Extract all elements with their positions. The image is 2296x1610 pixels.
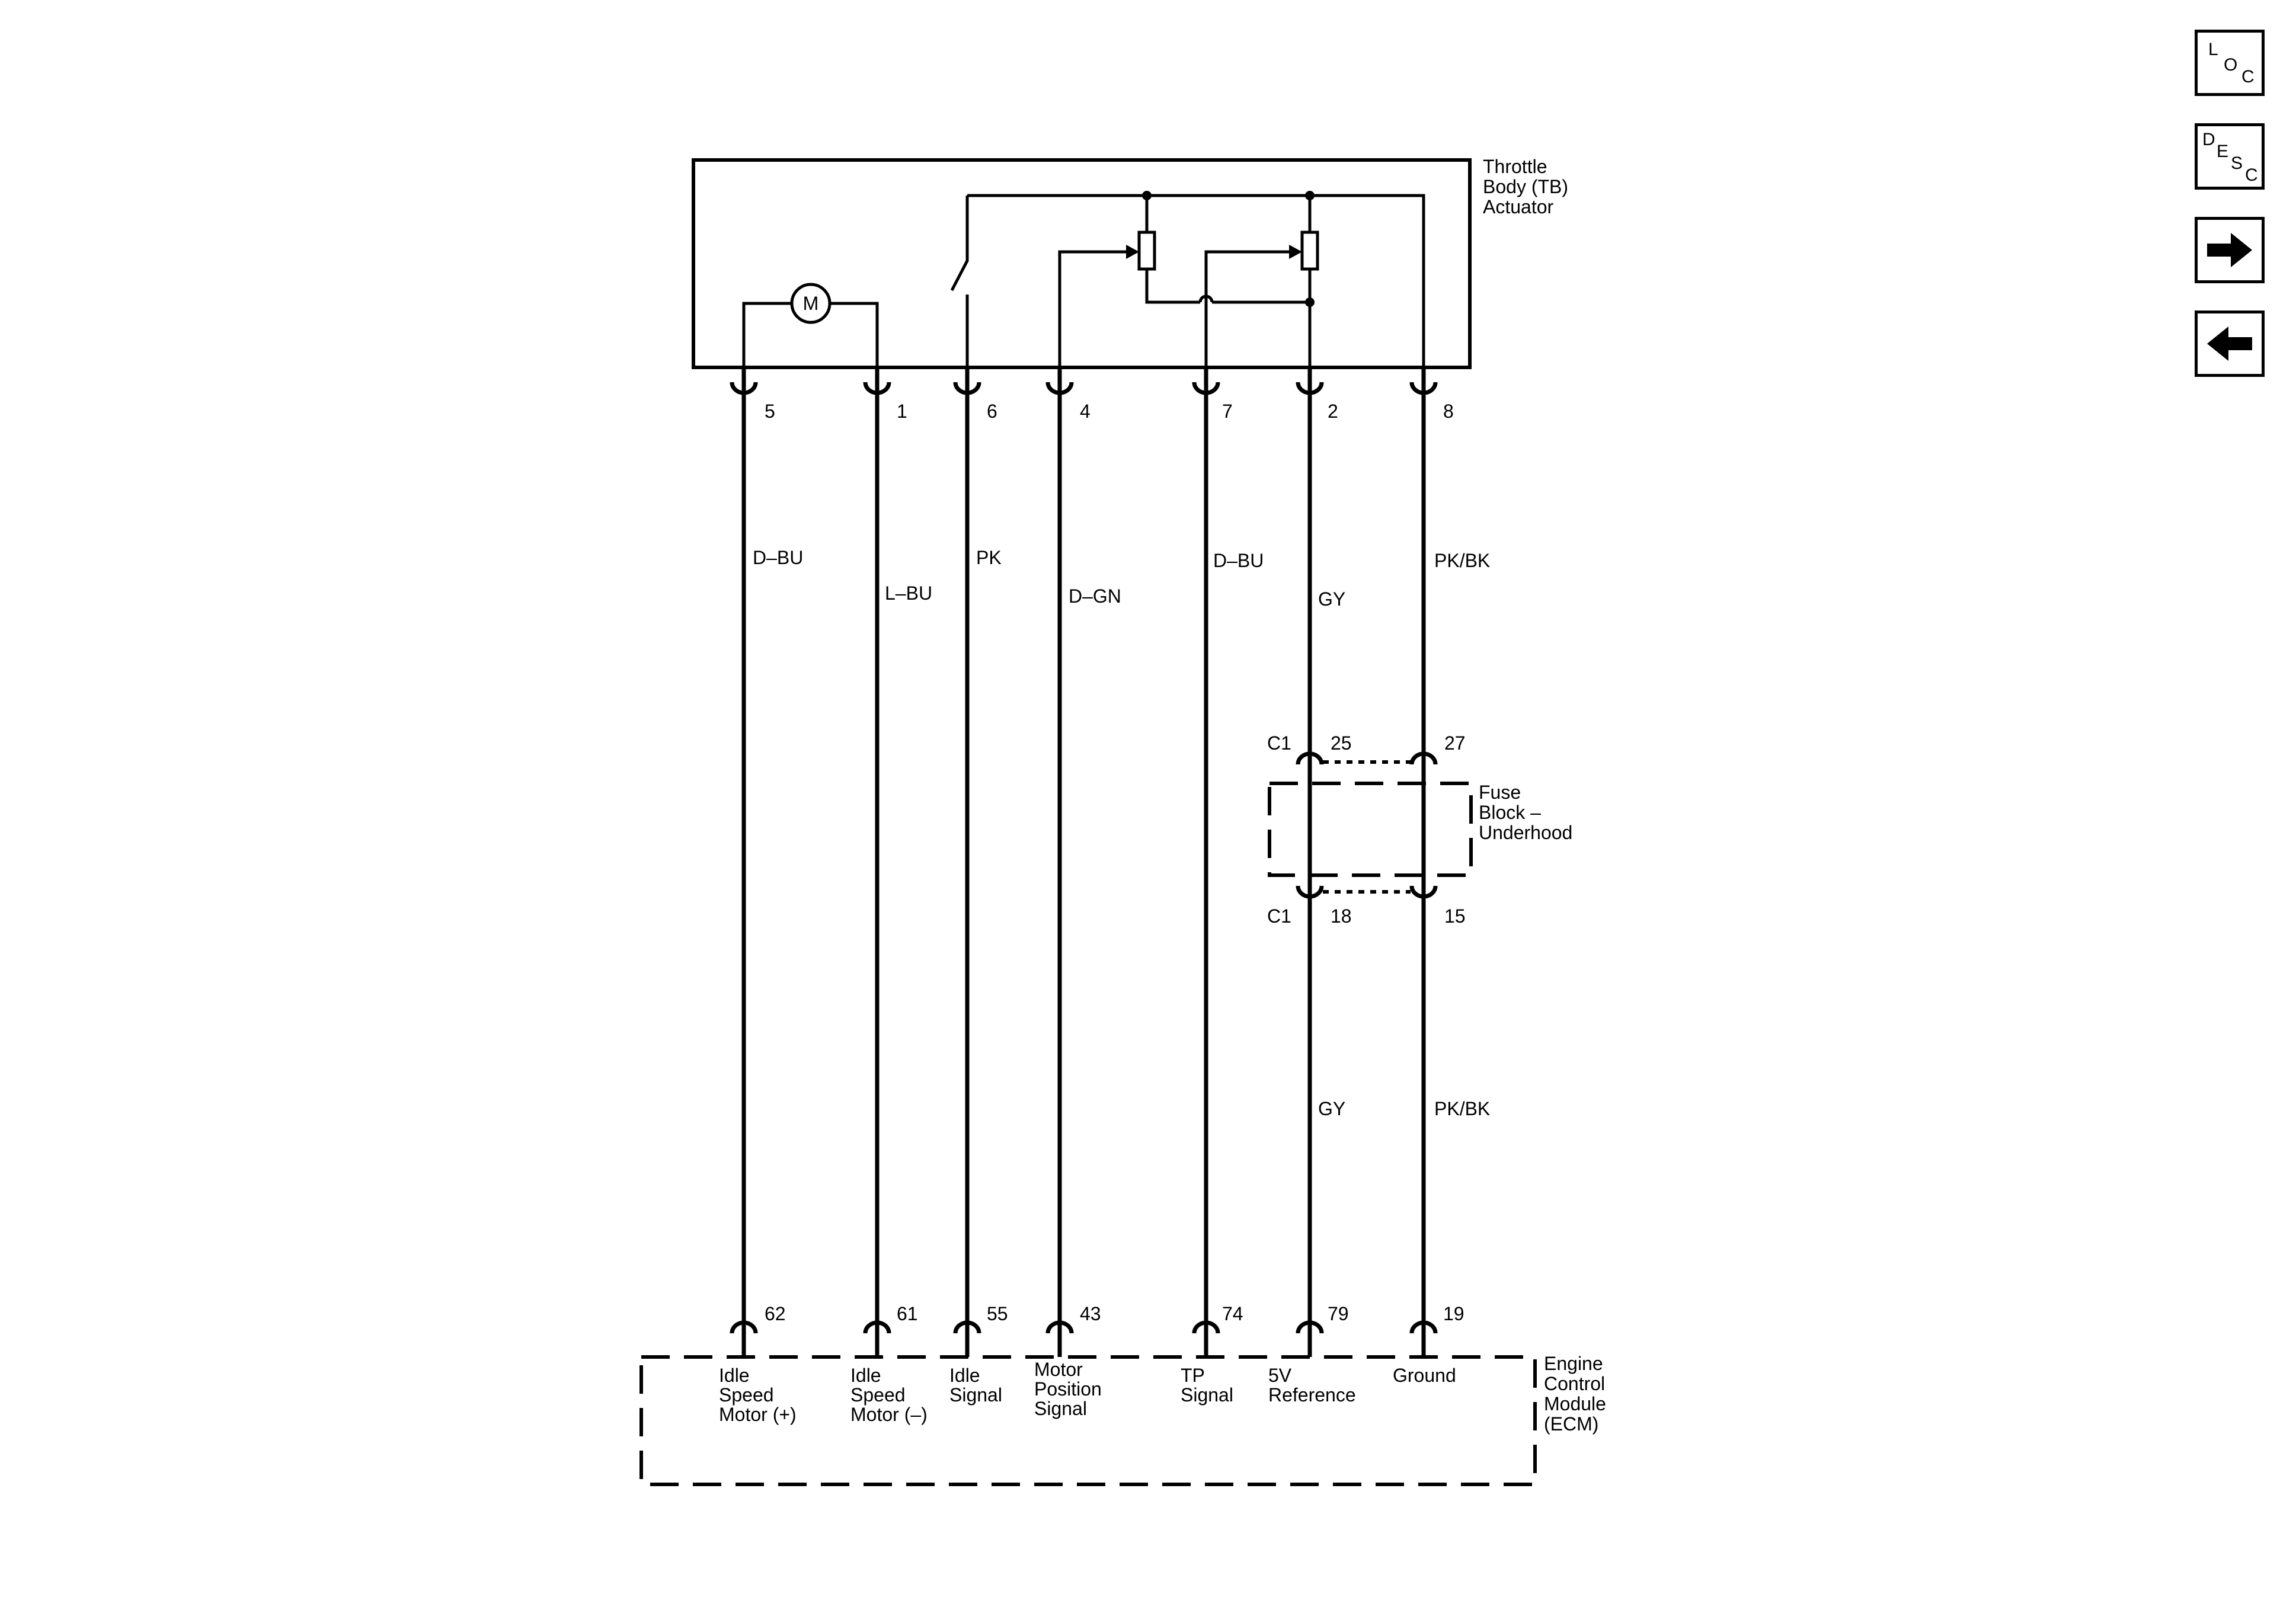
fuse-block-label-2: Block – <box>1479 802 1541 823</box>
loc-letter-l: L <box>2208 40 2218 59</box>
throttle-body-box <box>692 158 1472 369</box>
potentiometer-2 <box>1204 196 1319 376</box>
ecm-label-motor-position-3: Signal <box>1034 1398 1087 1419</box>
motor-symbol: M <box>742 283 879 376</box>
next-page-button[interactable] <box>2195 217 2265 283</box>
desc-letter-e: E <box>2217 142 2229 161</box>
description-button[interactable]: D E S C <box>2195 123 2265 190</box>
arrow-right-icon <box>2207 233 2252 267</box>
ecm-connectors <box>730 1320 1438 1357</box>
ecm-label-idle-signal-1: Idle <box>949 1365 980 1386</box>
ecm-pin-43: 43 <box>1080 1303 1101 1324</box>
arrow-left-icon <box>2207 327 2252 361</box>
ecm-outline <box>639 1355 1537 1486</box>
ecm-label-ground: Ground <box>1393 1365 1456 1386</box>
tb-pin-2: 2 <box>1328 401 1338 422</box>
tb-pin-4: 4 <box>1080 401 1091 422</box>
fuse-block-label-3: Underhood <box>1479 822 1572 843</box>
ecm-pin-19: 19 <box>1443 1303 1464 1324</box>
ecm-name-4: (ECM) <box>1544 1413 1598 1435</box>
tb-pin-8: 8 <box>1443 401 1454 422</box>
fuse-block-label-1: Fuse <box>1479 782 1521 803</box>
ecm-pin-55: 55 <box>987 1303 1008 1324</box>
fuse-bottom-conn-label: C1 <box>1267 905 1291 927</box>
fuse-bottom-pin-15: 15 <box>1444 905 1466 927</box>
wire-color-label: PK/BK <box>1434 1098 1490 1119</box>
ecm-name-1: Engine <box>1544 1353 1603 1374</box>
ecm-label-5v-reference-2: Reference <box>1268 1384 1356 1406</box>
desc-letter-d: D <box>2202 130 2215 149</box>
potentiometer-1 <box>1058 196 1310 376</box>
wire-color-label: L–BU <box>885 582 932 604</box>
fuse-top-conn-label: C1 <box>1267 732 1291 754</box>
fuse-block-outline <box>1268 782 1473 877</box>
tb-label-3: Actuator <box>1483 196 1554 217</box>
reference-bus <box>967 194 1425 376</box>
ecm-label-idle-speed-motor-plus-3: Motor (+) <box>719 1404 797 1425</box>
ecm-pin-79: 79 <box>1328 1303 1349 1324</box>
fuse-bottom-pin-18: 18 <box>1331 905 1352 927</box>
ecm-label-motor-position-2: Position <box>1034 1378 1102 1400</box>
ecm-pin-61: 61 <box>897 1303 918 1324</box>
ecm-label-idle-speed-motor-plus-1: Idle <box>719 1365 750 1386</box>
wire-color-label: PK <box>976 547 1002 568</box>
ecm-name-2: Control <box>1544 1373 1605 1394</box>
wire-color-label: PK/BK <box>1434 550 1490 571</box>
fuse-block-top-connector <box>1296 751 1438 776</box>
wire-color-label: GY <box>1318 1098 1345 1119</box>
ecm-label-tp-signal-2: Signal <box>1181 1384 1233 1406</box>
loc-letter-o: O <box>2224 55 2238 75</box>
tb-connectors <box>730 366 1438 395</box>
loc-letter-c: C <box>2241 67 2255 87</box>
tb-label-1: Throttle <box>1483 156 1547 177</box>
ecm-label-idle-signal-2: Signal <box>949 1384 1002 1406</box>
ecm-label-motor-position-1: Motor <box>1034 1359 1083 1380</box>
wire-color-label: D–GN <box>1069 585 1121 607</box>
wire-color-label: GY <box>1318 588 1345 610</box>
wire-color-label: D–BU <box>753 547 803 568</box>
desc-letter-s: S <box>2231 153 2243 173</box>
fuse-top-pin-27: 27 <box>1444 732 1466 754</box>
ecm-pin-74: 74 <box>1222 1303 1243 1324</box>
location-button[interactable]: L O C <box>2195 30 2265 96</box>
motor-letter: M <box>803 293 819 314</box>
ecm-label-5v-reference-1: 5V <box>1268 1365 1292 1386</box>
fuse-block-bottom-connector <box>1296 877 1438 901</box>
ecm-name-3: Module <box>1544 1393 1606 1414</box>
ecm-label-idle-speed-motor-minus-3: Motor (–) <box>850 1404 928 1425</box>
switch-symbol <box>950 196 969 376</box>
tb-label-2: Body (TB) <box>1483 176 1568 197</box>
wire-color-label: D–BU <box>1213 550 1264 571</box>
ecm-label-idle-speed-motor-minus-1: Idle <box>850 1365 881 1386</box>
fuse-top-pin-25: 25 <box>1331 732 1352 754</box>
tb-pin-6: 6 <box>987 401 997 422</box>
tb-pin-1: 1 <box>897 401 907 422</box>
ecm-label-tp-signal-1: TP <box>1181 1365 1205 1386</box>
previous-page-button[interactable] <box>2195 311 2265 377</box>
ecm-pin-62: 62 <box>765 1303 786 1324</box>
tb-pin-5: 5 <box>765 401 775 422</box>
tb-pin-7: 7 <box>1222 401 1233 422</box>
ecm-label-idle-speed-motor-minus-2: Speed <box>850 1384 906 1406</box>
ecm-label-idle-speed-motor-plus-2: Speed <box>719 1384 774 1406</box>
desc-letter-c: C <box>2245 165 2258 185</box>
